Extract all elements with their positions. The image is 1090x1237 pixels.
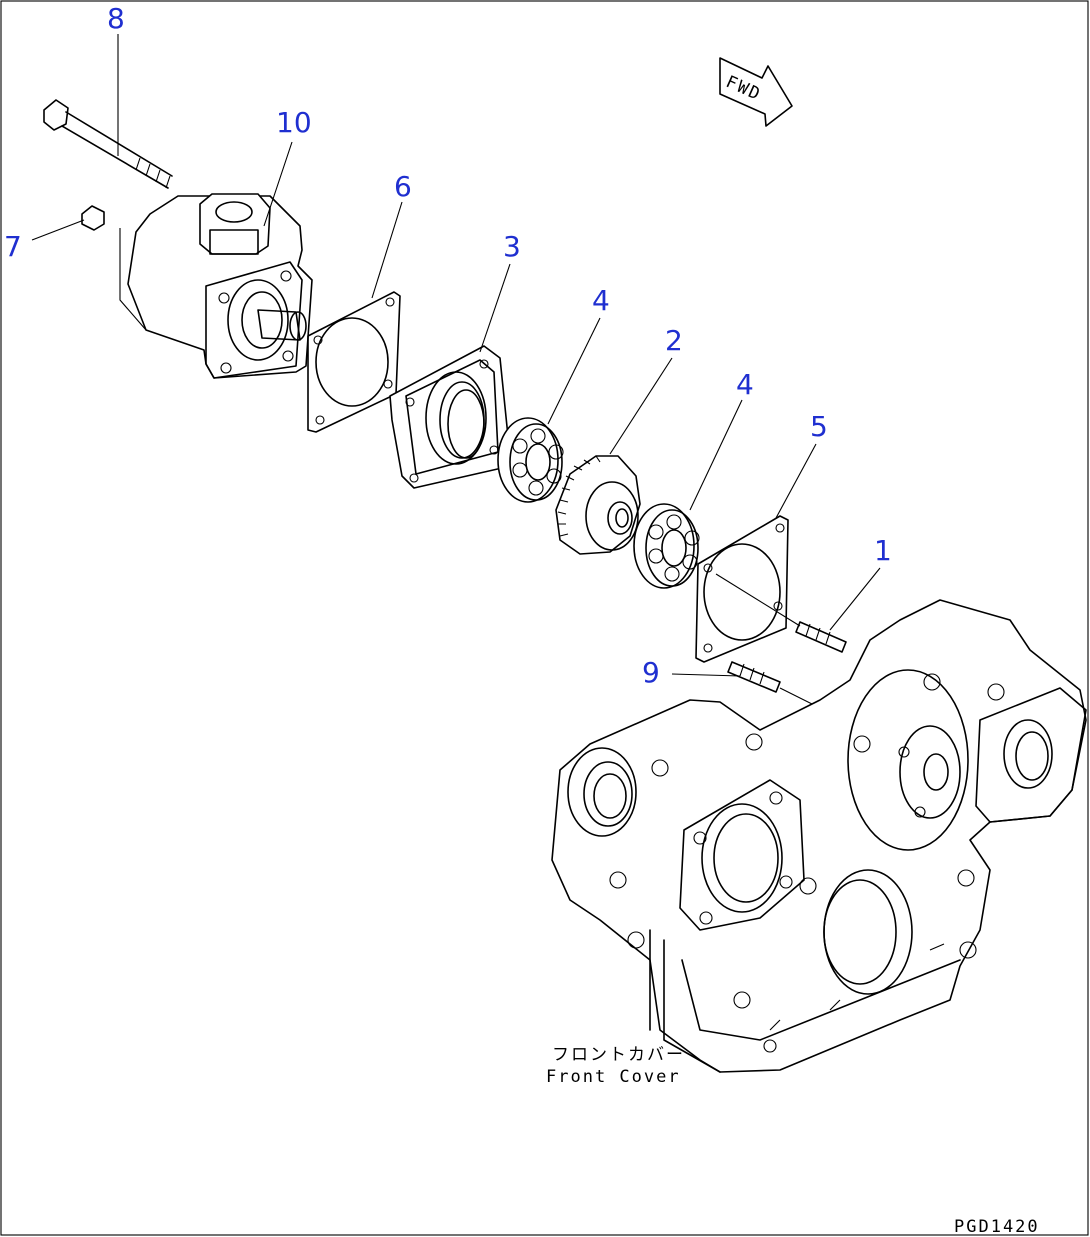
part-7-nut <box>81 205 105 231</box>
part-1-stud <box>715 573 847 653</box>
front-cover-label-jp: フロントカバー <box>552 1045 685 1065</box>
part-4-bearing-b <box>633 503 700 589</box>
callout-2: 2 <box>665 324 683 357</box>
callout-3: 3 <box>503 230 521 263</box>
leader-2 <box>609 357 673 455</box>
callout-7: 7 <box>4 230 22 263</box>
part-5-gasket <box>695 515 789 663</box>
leader-9 <box>671 673 741 677</box>
callout-numbers: 8 10 6 7 3 4 2 4 5 1 9 <box>4 2 892 689</box>
callout-8: 8 <box>107 2 125 35</box>
leader-5 <box>775 443 817 519</box>
callout-10: 10 <box>276 106 312 139</box>
fwd-label: FWD <box>723 72 765 105</box>
callout-6: 6 <box>394 170 412 203</box>
front-cover-housing <box>551 599 1087 1073</box>
leader-1 <box>829 567 881 631</box>
part-4-bearing-a <box>497 417 564 503</box>
callout-5: 5 <box>810 410 828 443</box>
callout-1: 1 <box>874 534 892 567</box>
leader-7 <box>31 219 85 241</box>
part-8-bolt <box>43 99 173 189</box>
callout-4-a: 4 <box>592 284 610 317</box>
leader-4b <box>689 399 743 511</box>
leader-3 <box>479 263 511 353</box>
front-cover-label-en: Front Cover <box>546 1067 681 1087</box>
part-2-gear <box>555 455 641 555</box>
fwd-arrow-icon: FWD <box>719 57 793 127</box>
part-6-gasket <box>307 291 401 433</box>
leader-6 <box>371 201 403 299</box>
leader-4a <box>547 317 601 425</box>
pump-assembly <box>119 193 313 379</box>
leader-lines <box>31 34 881 677</box>
part-3-housing <box>389 345 511 489</box>
callout-4-b: 4 <box>736 368 754 401</box>
drawing-code: PGD1420 <box>954 1217 1040 1237</box>
callout-9: 9 <box>642 656 660 689</box>
leader-10 <box>263 141 293 227</box>
